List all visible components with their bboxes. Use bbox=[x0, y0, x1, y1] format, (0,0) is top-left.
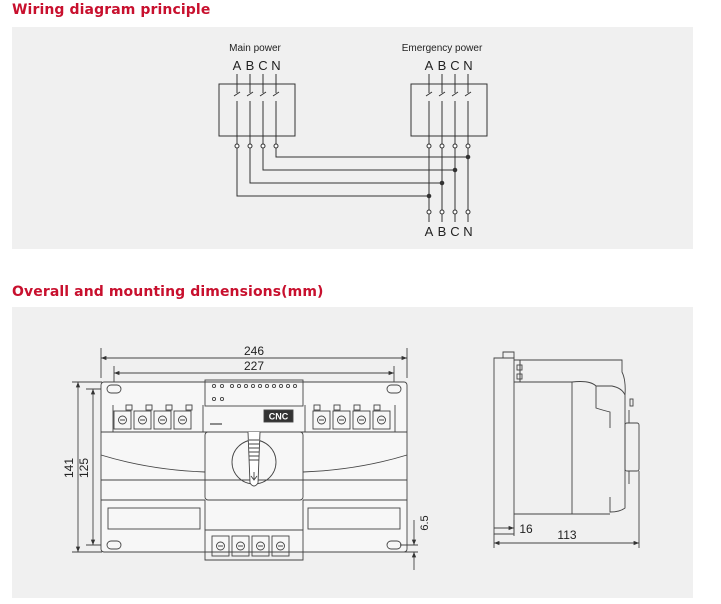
emergency-phase-b: B bbox=[438, 58, 447, 73]
wiring-diagram: Main power Emergency power A B C N A B C… bbox=[218, 43, 488, 239]
terminal-block-top-right bbox=[304, 404, 396, 433]
overall-height-value: 141 bbox=[62, 458, 76, 478]
overall-width-value: 246 bbox=[244, 344, 264, 358]
side-handle-knob bbox=[624, 422, 640, 472]
dimension-hole-offset: 6.5 bbox=[400, 515, 431, 570]
indicator-dots bbox=[229, 383, 298, 389]
terminal-block-bottom bbox=[204, 529, 304, 561]
indicator-strip bbox=[204, 379, 304, 407]
main-phase-n: N bbox=[271, 58, 280, 73]
hole-offset-value: 6.5 bbox=[419, 515, 431, 530]
load-phase-c: C bbox=[450, 224, 459, 239]
dimensions-section-title: Overall and mounting dimensions(mm) bbox=[12, 284, 324, 300]
emergency-switch-contacts bbox=[425, 74, 472, 222]
dimension-overall-height: 141 bbox=[62, 381, 102, 553]
cnc-logo-badge bbox=[263, 409, 294, 423]
mount-hole-bottom-left bbox=[106, 540, 122, 550]
emergency-power-label: Emergency power bbox=[402, 43, 483, 54]
load-phase-n: N bbox=[463, 224, 472, 239]
main-switch-box bbox=[218, 83, 296, 137]
dimension-overall-width: 246 bbox=[100, 344, 408, 378]
main-phase-c: C bbox=[258, 58, 267, 73]
cnc-logo-text: CNC bbox=[269, 412, 289, 422]
dimension-flange: 16 bbox=[494, 520, 533, 536]
depth-value: 113 bbox=[557, 528, 576, 542]
switch-arrow-icon bbox=[250, 472, 258, 481]
flange-value: 16 bbox=[519, 522, 533, 536]
emergency-phase-c: C bbox=[450, 58, 459, 73]
wiring-diagram-panel bbox=[12, 27, 693, 249]
main-switch-contacts bbox=[233, 74, 280, 149]
side-view: 16 113 bbox=[493, 351, 640, 548]
load-phase-b: B bbox=[438, 224, 447, 239]
mount-width-value: 227 bbox=[244, 359, 264, 373]
main-power-label: Main power bbox=[229, 43, 281, 54]
transfer-wires bbox=[236, 148, 471, 199]
switch-handle-lever bbox=[247, 431, 261, 487]
dimension-depth: 113 bbox=[493, 471, 640, 548]
main-phase-b: B bbox=[246, 58, 255, 73]
mount-hole-top-right bbox=[386, 384, 402, 394]
lower-window-left bbox=[107, 507, 201, 530]
front-view: 246 227 141 125 bbox=[62, 344, 431, 570]
wiring-section-title: Wiring diagram principle bbox=[12, 2, 211, 18]
lower-window-right bbox=[307, 507, 401, 530]
mount-height-value: 125 bbox=[77, 458, 91, 478]
load-phase-a: A bbox=[425, 224, 434, 239]
emergency-switch-box bbox=[410, 83, 488, 137]
mount-hole-top-left bbox=[106, 384, 122, 394]
emergency-phase-n: N bbox=[463, 58, 472, 73]
side-mounting-plate bbox=[493, 357, 515, 535]
side-housing bbox=[514, 381, 573, 515]
main-phase-a: A bbox=[233, 58, 242, 73]
emergency-phase-a: A bbox=[425, 58, 434, 73]
